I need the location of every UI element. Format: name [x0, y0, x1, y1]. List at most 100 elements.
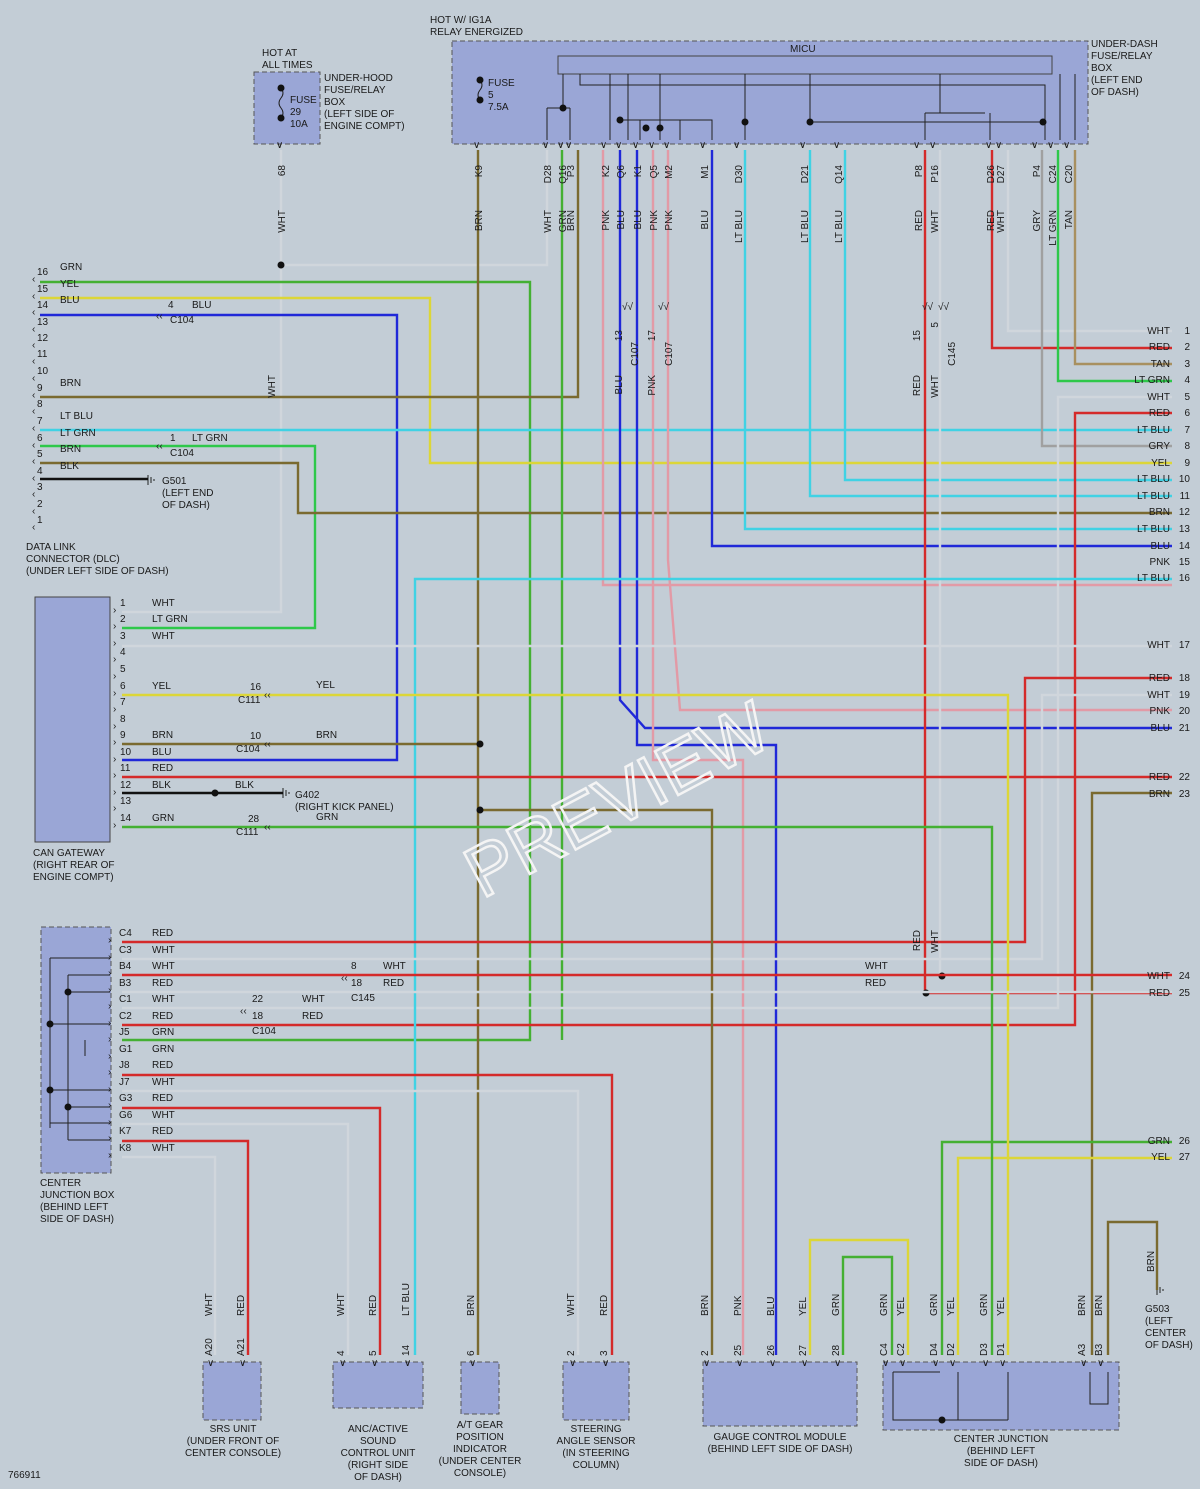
- can-pin-label: 11: [120, 763, 131, 774]
- right-pin-label: 15: [1179, 557, 1191, 568]
- right-wire-color: WHT: [1147, 971, 1170, 982]
- bottom-pin-label: D1: [996, 1343, 1007, 1356]
- right-pin-label: 23: [1179, 789, 1191, 800]
- right-wire-color: GRY: [1149, 441, 1171, 452]
- connector-glyph: ‹: [32, 274, 35, 285]
- connector-glyph: ›: [108, 1018, 111, 1029]
- splice-label: 18: [252, 1011, 264, 1022]
- anc-label: (RIGHT SIDE: [348, 1460, 409, 1471]
- wire-wht-d28: [281, 150, 549, 267]
- cjb-wire-color: WHT: [152, 1077, 175, 1088]
- connector-glyph: ‹: [32, 423, 35, 434]
- micu-pin-label: K1: [633, 165, 644, 178]
- cjb-pin-label: G3: [119, 1093, 133, 1104]
- connector-glyph: ‹: [32, 373, 35, 384]
- splice-label: BLU: [192, 300, 211, 311]
- g501-label: G501: [162, 476, 187, 487]
- right-pin-label: 22: [1179, 772, 1191, 783]
- connector-glyph: ›: [108, 1100, 111, 1111]
- splice-label: 1: [170, 433, 176, 444]
- atgear-label: CONSOLE): [454, 1468, 506, 1479]
- micu-wire-color: LT GRN: [1048, 210, 1059, 246]
- splice-label: 15: [912, 330, 923, 342]
- connector-glyph: ‹‹: [240, 1006, 247, 1017]
- wire-r6-red: [122, 411, 1172, 1027]
- micu-wire-color: PNK: [649, 210, 660, 231]
- connector-glyph: ›: [108, 1034, 111, 1045]
- connector-glyph: ‹‹: [156, 441, 163, 452]
- micu-wire-color: TAN: [1064, 210, 1075, 229]
- atgear-label: (UNDER CENTER: [439, 1456, 522, 1467]
- dlc-pin-label: 15: [37, 284, 49, 295]
- bottom-wire-color: PNK: [733, 1295, 744, 1316]
- wire-gauge-yel: [808, 1238, 910, 1355]
- connector-glyph: ∨: [469, 1358, 476, 1369]
- fuse5-label: 5: [488, 90, 494, 101]
- wire-q14-ltblu: [843, 150, 1172, 482]
- right-wire-color: LT BLU: [1137, 425, 1170, 436]
- connector-glyph: ∨: [239, 1358, 246, 1369]
- right-wire-color: WHT: [1147, 326, 1170, 337]
- cjb-pin-label: K8: [119, 1143, 132, 1154]
- right-pin-label: 7: [1184, 425, 1190, 436]
- dlc-pin-label: 14: [37, 300, 49, 311]
- g503-label: CENTER: [1145, 1328, 1186, 1339]
- steering-label: (IN STEERING: [562, 1448, 629, 1459]
- connector-glyph: ∨: [371, 1358, 378, 1369]
- can-wire-color: YEL: [152, 681, 171, 692]
- micu-wire-color: BLU: [616, 210, 627, 229]
- cjb-wire-color: RED: [152, 1093, 173, 1104]
- wire-d27-wht: [1006, 150, 1172, 333]
- wire-color: WHT: [930, 930, 941, 953]
- bottom-wire-color: BRN: [700, 1295, 711, 1316]
- right-wire-color: RED: [1149, 408, 1170, 419]
- dlc-pin-label: 16: [37, 267, 49, 278]
- steering-label: COLUMN): [573, 1460, 620, 1471]
- splice-label: 4: [168, 300, 174, 311]
- splice-label: C104: [170, 448, 194, 459]
- wire-color: BLU: [614, 375, 625, 394]
- splice-dot: [476, 96, 484, 104]
- wire-m1-blu: [710, 150, 1172, 548]
- splice-label: C145: [947, 342, 958, 366]
- connector-glyph: ›: [108, 985, 111, 996]
- wire-k2-pnk: [601, 150, 1172, 587]
- dlc-label: (UNDER LEFT SIDE OF DASH): [26, 566, 169, 577]
- splice-dot: [642, 124, 650, 132]
- connector-glyph: ‹‹: [264, 739, 271, 750]
- micu-wire-color: BRN: [474, 210, 485, 231]
- splice-dot: [277, 261, 285, 269]
- wire-p8-red: [923, 150, 1172, 995]
- micu-pin-label: Q6: [616, 165, 627, 179]
- g501-label: (LEFT END: [162, 488, 214, 499]
- splice-dot: [211, 789, 219, 797]
- splice-label: RED: [302, 1011, 323, 1022]
- connector-glyph: ∨: [602, 1358, 609, 1369]
- center-junction-box-2: [882, 1361, 1120, 1431]
- micu-pin-label: P3: [566, 165, 577, 178]
- connector-glyph: ‹: [32, 489, 35, 500]
- connector-glyph: ∨: [1080, 1358, 1087, 1369]
- cjb-wire-color: RED: [152, 928, 173, 939]
- right-wire-color: RED: [1149, 772, 1170, 783]
- connector-glyph: ‹: [32, 291, 35, 302]
- cjb-wire-color: WHT: [152, 1143, 175, 1154]
- splice-dot: [277, 114, 285, 122]
- cjb-wire-color: RED: [152, 1060, 173, 1071]
- connector-glyph: ›: [108, 935, 111, 946]
- wire-r16-ltblu: [413, 577, 1172, 1355]
- dlc-wire-color: LT GRN: [60, 428, 96, 439]
- bottom-wire-color: LT BLU: [401, 1283, 412, 1316]
- wire-cjb-k7-red: [122, 1139, 250, 1355]
- dlc-pin-label: 7: [37, 416, 43, 427]
- splice-label: 28: [248, 814, 260, 825]
- wire-color: WHT: [865, 961, 888, 972]
- dlc-pin-label: 12: [37, 333, 49, 344]
- cjb-internal: [49, 957, 110, 1141]
- srs-label: (UNDER FRONT OF: [187, 1436, 280, 1447]
- anc-label: SOUND: [360, 1436, 396, 1447]
- splice-dot: [64, 988, 72, 996]
- right-pin-label: 9: [1184, 458, 1190, 469]
- can-pin-label: 4: [120, 647, 126, 658]
- bottom-pin-label: 25: [733, 1344, 744, 1356]
